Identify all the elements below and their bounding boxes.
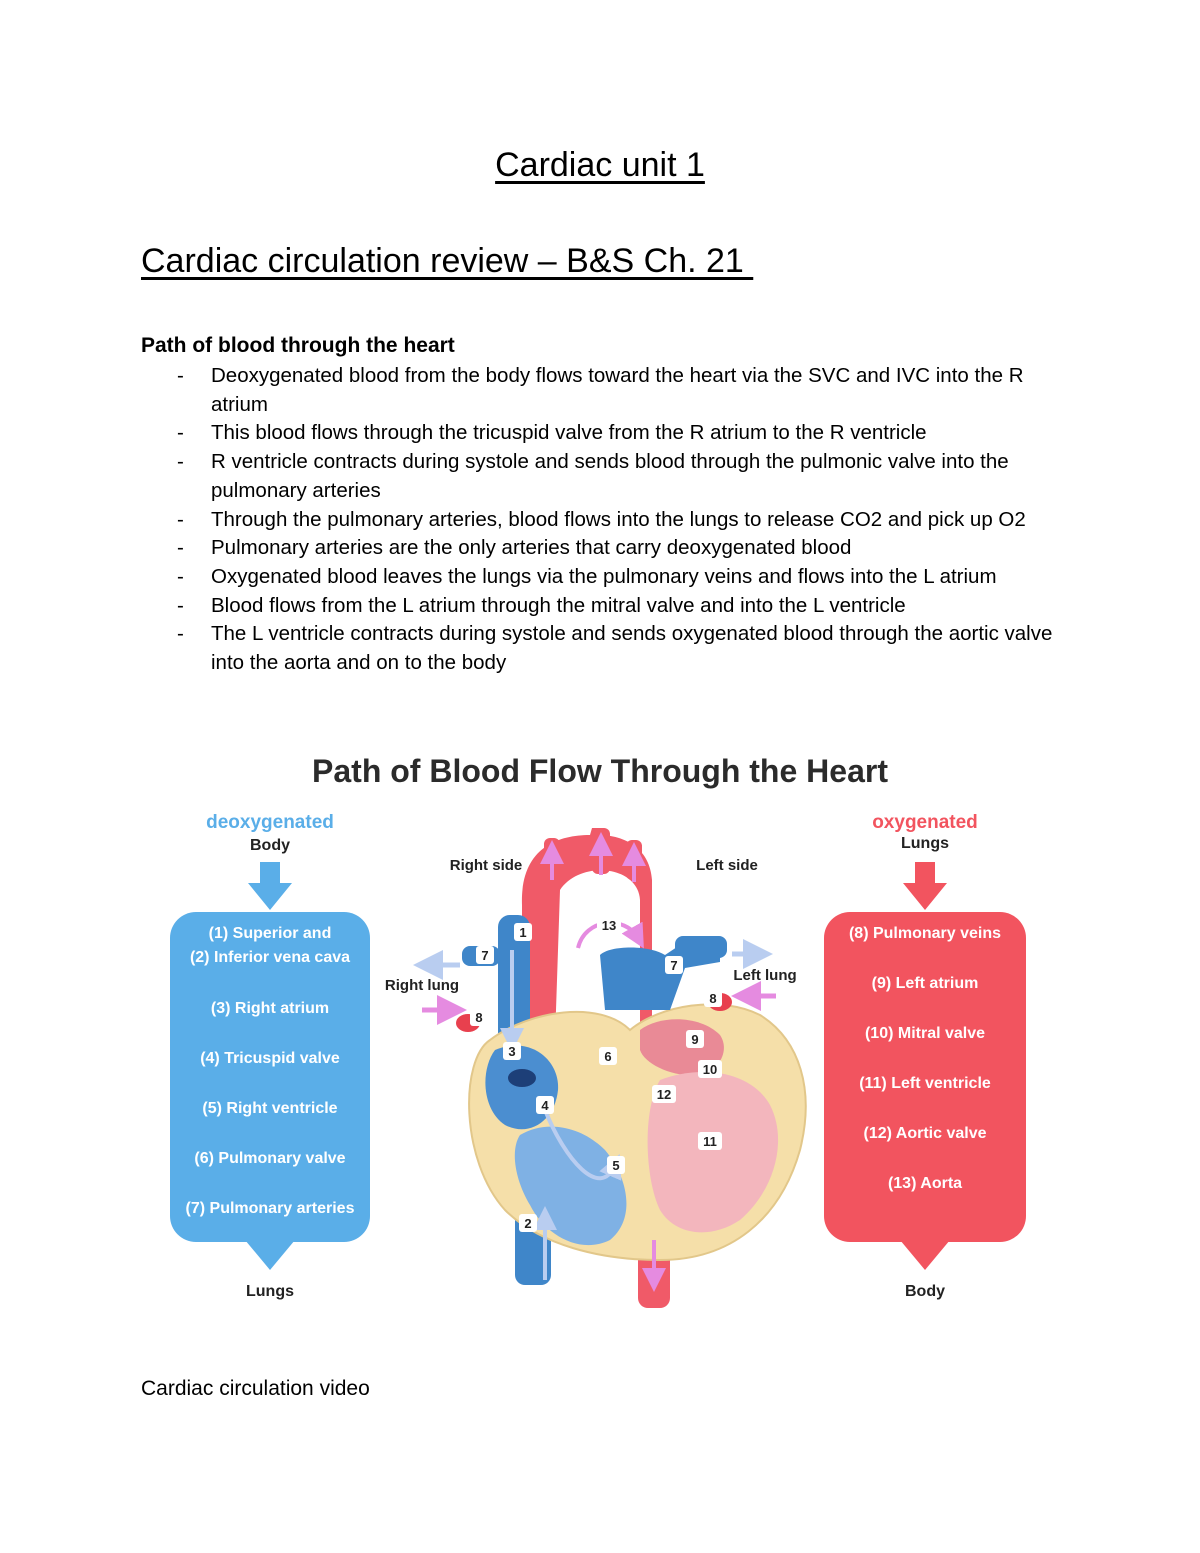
bullet-marker: -: [177, 622, 184, 646]
svg-text:7: 7: [670, 958, 677, 973]
section-title: Cardiac circulation review – B&S Ch. 21: [141, 242, 754, 280]
bullet-text: Pulmonary arteries are the only arteries…: [211, 536, 852, 560]
left-pulmonary-artery: [675, 936, 727, 958]
right-panel: oxygenated Lungs (8) Pulmonary veins (9)…: [824, 812, 1026, 1300]
right-panel-pointer: [900, 1240, 950, 1270]
list-item: - The L ventricle contracts during systol…: [141, 620, 1081, 677]
marker-10: 10: [698, 1060, 722, 1078]
bullet-marker: -: [177, 564, 184, 588]
bullet-marker: -: [177, 421, 184, 445]
left-panel-box: [170, 912, 370, 1242]
left-ventricle: [647, 1072, 779, 1233]
right-item-10: (10) Mitral valve: [865, 1025, 985, 1042]
marker-9: 9: [686, 1030, 704, 1048]
deoxygenated-label: deoxygenated: [206, 812, 334, 833]
marker-11: 11: [698, 1132, 722, 1150]
marker-13: 13: [597, 916, 621, 934]
left-item-6: (6) Pulmonary valve: [194, 1150, 345, 1167]
left-destination-label: Lungs: [246, 1283, 294, 1300]
svg-text:3: 3: [508, 1044, 515, 1059]
svg-text:13: 13: [602, 918, 616, 933]
svg-text:9: 9: [691, 1032, 698, 1047]
right-item-8: (8) Pulmonary veins: [849, 925, 1001, 942]
document-title: Cardiac unit 1: [495, 146, 705, 184]
marker-8-right: 8: [470, 1008, 488, 1026]
marker-3: 3: [503, 1042, 521, 1060]
list-item: - Blood flows from the L atrium through t…: [141, 592, 1081, 621]
bullet-marker: -: [177, 450, 184, 474]
video-heading: Cardiac circulation video: [141, 1377, 370, 1400]
blood-flow-figure: Path of Blood Flow Through the Heart deo…: [170, 753, 1026, 1308]
marker-8-left: 8: [704, 989, 722, 1007]
bullet-text: Deoxygenated blood from the body flows t…: [211, 364, 1024, 416]
svg-text:8: 8: [475, 1010, 482, 1025]
list-item: - Pulmonary arteries are the only arterie…: [141, 534, 1081, 563]
left-item-3: (3) Right atrium: [211, 1000, 329, 1017]
right-item-9: (9) Left atrium: [872, 975, 979, 992]
right-item-12: (12) Aortic valve: [863, 1125, 986, 1142]
flow-arrow-ventricle: [543, 1109, 622, 1181]
bullet-marker: -: [177, 593, 184, 617]
list-item: - Through the pulmonary arteries, blood f…: [141, 506, 1081, 535]
left-item-5: (5) Right ventricle: [202, 1100, 337, 1117]
aorta: [521, 828, 652, 1040]
heart-illustration: Right side Left side Right lung Left lun…: [385, 828, 807, 1308]
left-panel: deoxygenated Body (1) Superior and (2) I…: [170, 812, 370, 1300]
bullet-marker: -: [177, 536, 184, 560]
right-side-label: Right side: [450, 857, 523, 874]
marker-7-right: 7: [476, 946, 494, 964]
left-item-1: (1) Superior and: [209, 925, 332, 942]
svg-text:6: 6: [604, 1049, 611, 1064]
left-item-4: (4) Tricuspid valve: [200, 1050, 340, 1067]
bullet-text: Through the pulmonary arteries, blood fl…: [211, 507, 1026, 531]
marker-1: 1: [514, 923, 532, 941]
svg-text:1: 1: [519, 925, 526, 940]
left-item-7: (7) Pulmonary arteries: [186, 1200, 355, 1217]
list-item: - Oxygenated blood leaves the lungs via t…: [141, 563, 1081, 592]
bullet-list: - Deoxygenated blood from the body flows …: [141, 362, 1081, 678]
svg-text:8: 8: [709, 991, 716, 1006]
bullet-marker: -: [177, 364, 184, 387]
svg-text:5: 5: [612, 1158, 619, 1173]
marker-4: 4: [536, 1096, 554, 1114]
left-source-label: Body: [250, 837, 290, 854]
right-down-arrow: [903, 862, 947, 910]
right-panel-box: [824, 912, 1026, 1242]
left-lung-label: Left lung: [733, 967, 796, 984]
left-down-arrow: [248, 862, 292, 910]
svg-text:12: 12: [657, 1087, 671, 1102]
figure-title: Path of Blood Flow Through the Heart: [312, 753, 888, 789]
marker-12: 12: [652, 1085, 676, 1103]
oxygenated-label: oxygenated: [872, 812, 978, 833]
right-item-11: (11) Left ventricle: [859, 1075, 991, 1092]
left-side-label: Left side: [696, 857, 758, 874]
bullet-text: The L ventricle contracts during systole…: [211, 622, 1053, 675]
list-item: - Deoxygenated blood from the body flows …: [141, 362, 1081, 419]
right-item-13: (13) Aorta: [888, 1175, 962, 1192]
bullet-text: This blood flows through the tricuspid v…: [211, 421, 927, 445]
left-panel-pointer: [245, 1240, 295, 1270]
svg-text:4: 4: [541, 1098, 549, 1113]
bullet-text: Blood flows from the L atrium through th…: [211, 593, 906, 617]
marker-5: 5: [607, 1156, 625, 1174]
svg-text:2: 2: [524, 1216, 531, 1231]
marker-7-left: 7: [665, 956, 683, 974]
bullet-text: R ventricle contracts during systole and…: [211, 450, 1009, 502]
right-source-label: Lungs: [901, 835, 949, 852]
bullet-text: Oxygenated blood leaves the lungs via th…: [211, 564, 997, 588]
list-item: - R ventricle contracts during systole an…: [141, 448, 1081, 505]
left-item-2: (2) Inferior vena cava: [190, 949, 350, 966]
svg-text:7: 7: [481, 948, 488, 963]
right-lung-label: Right lung: [385, 977, 459, 994]
tricuspid-valve: [508, 1069, 536, 1087]
right-destination-label: Body: [905, 1283, 945, 1300]
svg-text:11: 11: [703, 1134, 717, 1149]
list-item: - This blood flows through the tricuspid …: [141, 419, 1081, 448]
marker-2: 2: [519, 1214, 537, 1232]
subheading: Path of blood through the heart: [141, 334, 455, 357]
bullet-marker: -: [177, 507, 184, 531]
marker-6: 6: [599, 1047, 617, 1065]
svg-text:10: 10: [703, 1062, 717, 1077]
